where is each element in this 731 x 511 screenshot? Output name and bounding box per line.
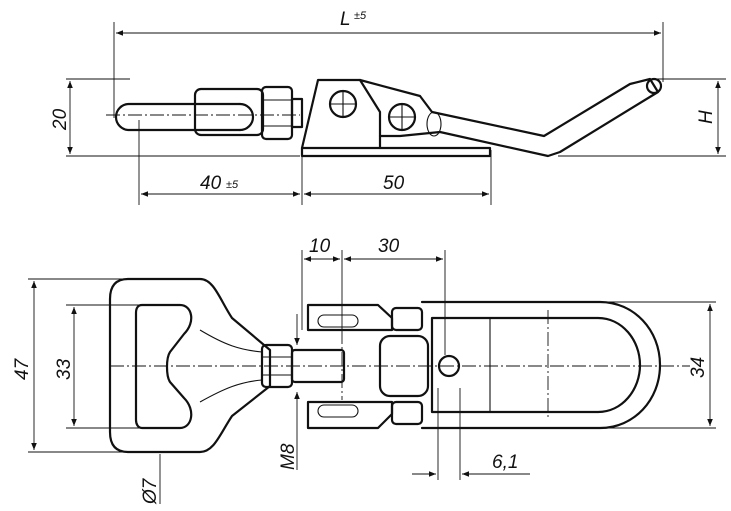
side-view: L ±5 20 40 ±5 50 H [50,9,726,205]
outer-height-label: 47 [12,357,33,380]
pitch-30-label: 30 [378,236,400,257]
base-length-label: 50 [383,173,405,194]
thread-stub [290,97,304,129]
lever-bend-ellipse [426,111,442,137]
mounting-hole [437,354,461,378]
inner-height-label: 33 [54,358,75,380]
threaded-rod [290,348,346,384]
height-dim-label: 20 [50,108,71,131]
overall-length-symbol: L [340,9,351,30]
base-plate [300,146,492,158]
bracket-pin-upper [390,306,424,332]
latch-hook-opening [134,303,193,430]
u-bracket-outer [420,300,662,430]
clevis-slot-upper [317,314,359,328]
hinge-bracket [300,78,382,150]
clevis-plate-lower [306,400,394,430]
u-bracket-inner [430,316,642,414]
hook-neck [199,329,263,403]
hole-offset-label: 6,1 [492,452,518,473]
clevis-slot-lower [317,404,359,418]
latch-rod [114,102,242,132]
top-view: 10 30 47 33 34 M8 Ø7 6,1 [12,236,716,505]
hole-diameter-label: Ø7 [140,477,161,505]
hex-nut [260,85,294,141]
travel-tolerance: ±5 [226,179,239,191]
swivel-block [378,334,430,398]
latch-hook-outer [108,277,272,454]
clevis-slot-end [238,102,255,132]
overall-length-tolerance: ±5 [354,10,367,22]
thread-label: M8 [278,443,299,470]
bracket-width-label: 34 [688,357,709,378]
handle-height-label: H [696,110,717,124]
travel-value: 40 [200,173,222,194]
offset-10-label: 10 [309,236,331,257]
bracket-pin-lower [390,400,424,426]
lever-tip [645,77,663,95]
lever-arm [358,77,660,158]
